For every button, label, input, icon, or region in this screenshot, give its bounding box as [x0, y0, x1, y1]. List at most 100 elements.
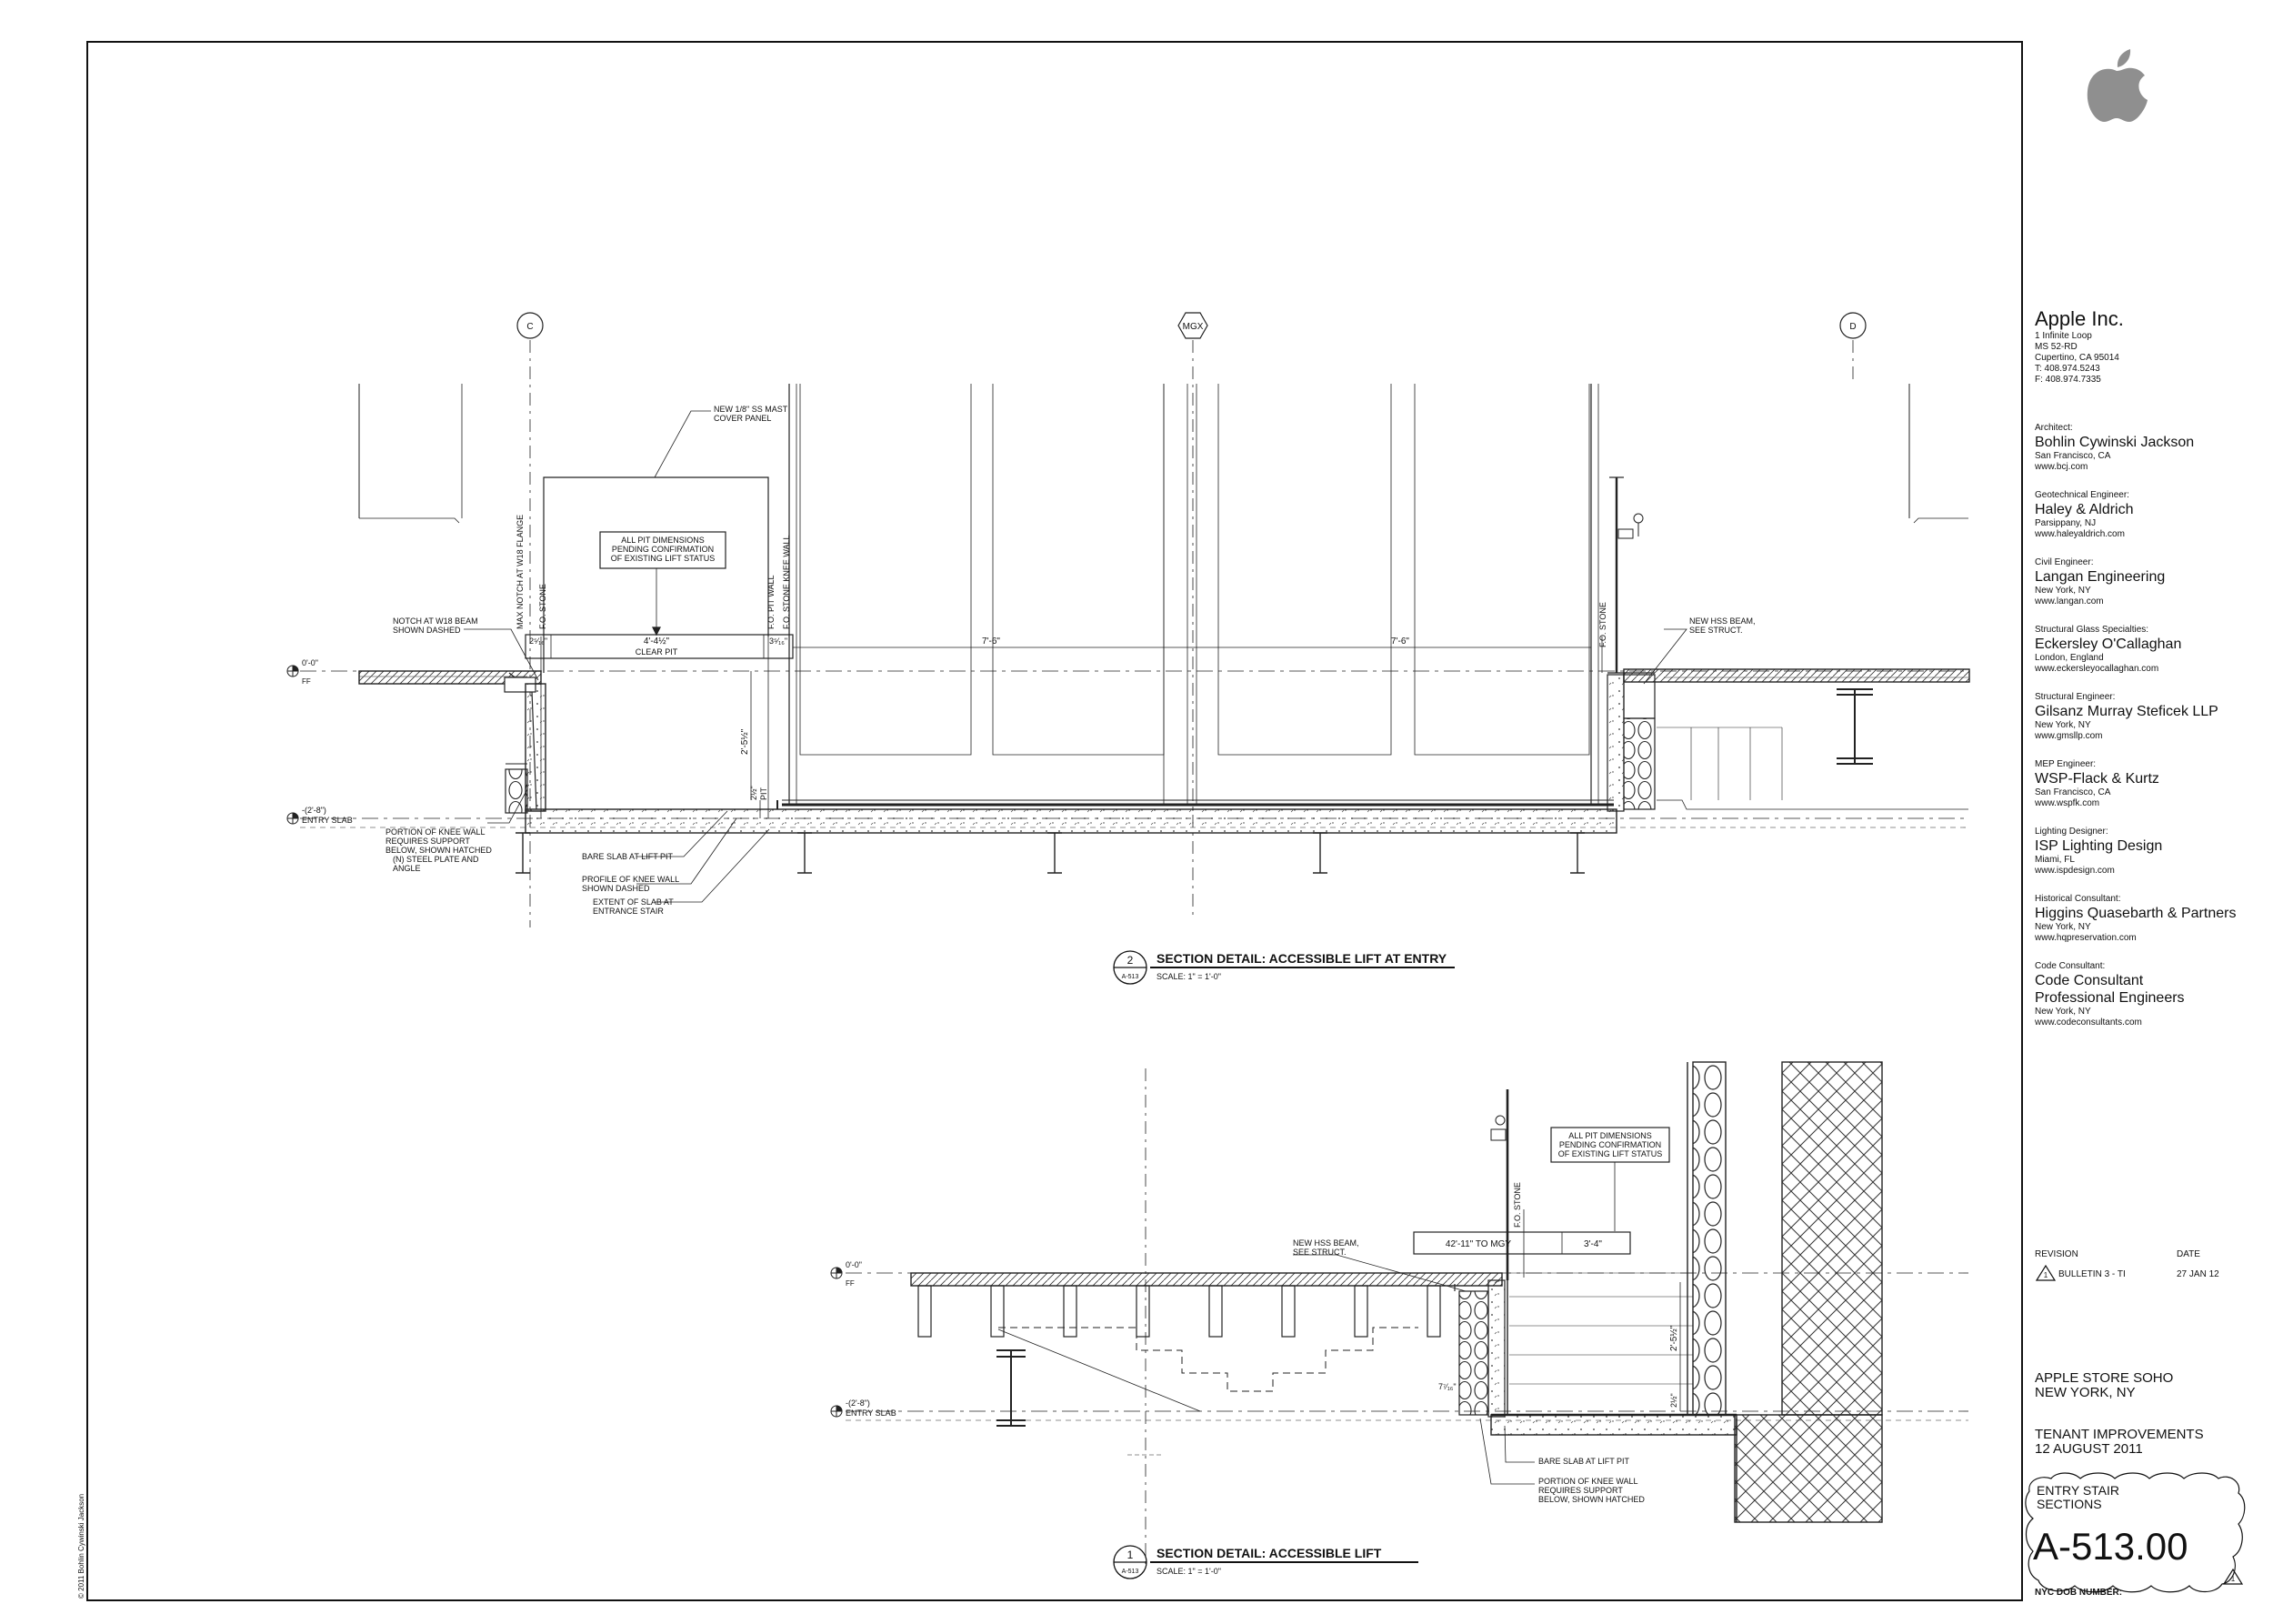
consultant-location: New York, NY: [2035, 922, 2091, 932]
note-notch-2: SHOWN DASHED: [393, 626, 461, 635]
dim-span-1: 7'-6": [982, 637, 1000, 647]
consultant-role: Code Consultant:: [2035, 961, 2106, 971]
client-name: Apple Inc.: [2035, 307, 2124, 330]
consultant-role: Structural Glass Specialties:: [2035, 625, 2149, 635]
consultant-name: Bohlin Cywinski Jackson: [2035, 435, 2195, 450]
detail-2-number: 2: [1127, 954, 1134, 967]
elevation-marker-entry-lower: [830, 1405, 843, 1418]
note-hss-2: SEE STRUCT.: [1689, 626, 1743, 635]
note-mast-cover-2: COVER PANEL: [714, 414, 771, 423]
note-knee-lower-3: BELOW, SHOWN HATCHED: [1538, 1495, 1645, 1504]
consultant-role: MEP Engineer:: [2035, 759, 2097, 769]
consultant-website: www.wspfk.com: [2035, 798, 2100, 808]
elev-entry-value-lower: -(2'-8"): [846, 1398, 870, 1408]
consultant-structural: Structural Engineer: Gilsanz Murray Stef…: [2035, 691, 2269, 758]
revision-delta-icon: [2035, 1264, 2057, 1281]
phase-name: TENANT IMPROVEMENTS: [2035, 1427, 2204, 1442]
consultant-website: www.ispdesign.com: [2035, 866, 2115, 876]
revision-row-label: BULLETIN 3 - TI: [2058, 1269, 2126, 1279]
consultant-location: New York, NY: [2035, 720, 2091, 730]
detail-1-text: ALL PIT DIMENSIONS PENDING CONFIRMATION …: [846, 1131, 1679, 1576]
elev-ff-value-upper: 0'-0": [302, 658, 318, 667]
detail-1-drawing: [830, 1061, 1968, 1564]
note-slab-extent-1: EXTENT OF SLAB AT: [593, 897, 674, 907]
revision-header: REVISION DATE: [2035, 1249, 2262, 1259]
consultant-role: Architect:: [2035, 423, 2073, 433]
grid-label-c: C: [526, 322, 533, 332]
consultant-lighting: Lighting Designer: ISP Lighting Design M…: [2035, 826, 2269, 893]
client-block: Apple Inc. 1 Infinite Loop MS 52-RD Cupe…: [2035, 307, 2262, 386]
elev-ff-value-lower: 0'-0": [846, 1260, 862, 1269]
consultant-name: Code Consultant: [2035, 973, 2144, 988]
client-address-5: F: 408.974.7335: [2035, 375, 2101, 385]
sheet-title-line-2: SECTIONS: [2037, 1497, 2102, 1511]
grid-bubble-mgx: [1177, 312, 1208, 339]
dim-mgy: 42'-11" TO MGY: [1446, 1239, 1511, 1249]
revision-row: BULLETIN 3 - TI 27 JAN 12: [2058, 1269, 2268, 1279]
detail-1-scale: SCALE: 1" = 1'-0": [1157, 1567, 1221, 1576]
consultant-role: Lighting Designer:: [2035, 827, 2108, 837]
pending-note-lower-2: PENDING CONFIRMATION: [1559, 1140, 1661, 1149]
project-location: NEW YORK, NY: [2035, 1385, 2136, 1400]
consultant-role: Historical Consultant:: [2035, 894, 2121, 904]
consultant-name: ISP Lighting Design: [2035, 838, 2163, 854]
sheet-revision-delta-number: 1: [2231, 1575, 2236, 1583]
detail-1-title: SECTION DETAIL: ACCESSIBLE LIFT: [1157, 1546, 1382, 1560]
elev-ff-label-upper: FF: [302, 677, 311, 686]
consultant-name: Gilsanz Murray Steficek LLP: [2035, 704, 2218, 719]
note-knee-profile-1: PROFILE OF KNEE WALL: [582, 875, 679, 884]
consultant-location: London, England: [2035, 653, 2104, 663]
detail-2-title: SECTION DETAIL: ACCESSIBLE LIFT AT ENTRY: [1157, 951, 1447, 966]
consultant-civil: Civil Engineer: Langan Engineering New Y…: [2035, 556, 2269, 624]
vlabel-fo-stone-lower: F.O. STONE: [1513, 1182, 1522, 1228]
pending-note-3: OF EXISTING LIFT STATUS: [611, 554, 716, 563]
note-knee-support-4: (N) STEEL PLATE AND: [393, 855, 479, 864]
grid-label-d: D: [1849, 322, 1856, 332]
consultant-role: Geotechnical Engineer:: [2035, 490, 2129, 500]
consultant-website: www.eckersleyocallaghan.com: [2035, 664, 2159, 674]
date-header-label: DATE: [2177, 1249, 2200, 1259]
note-mast-cover-1: NEW 1/8" SS MAST: [714, 405, 788, 414]
vlabel-max-notch: MAX NOTCH AT W18 FLANGE: [516, 515, 525, 629]
copyright-text: © 2011 Bohlin Cywinski Jackson: [77, 1494, 85, 1599]
detail-2-drawing: [286, 312, 1970, 927]
elevation-marker-ff-lower: [830, 1267, 843, 1279]
consultants-block: Architect: Bohlin Cywinski Jackson San F…: [2035, 422, 2269, 1033]
elev-entry-value-upper: -(2'-8"): [302, 806, 326, 815]
note-notch-1: NOTCH AT W18 BEAM: [393, 617, 478, 626]
grid-bubble-d: [1839, 312, 1867, 339]
note-knee-support-1: PORTION OF KNEE WALL: [386, 827, 486, 837]
dim-pit-small: 2½": [749, 786, 758, 800]
consultant-website: www.langan.com: [2035, 596, 2104, 606]
revision-row-date: 27 JAN 12: [2177, 1269, 2219, 1279]
dim-right-offset: 3⁵⁄₁₆": [769, 637, 787, 646]
label-pit: PIT: [759, 787, 768, 800]
apple-logo-icon: [2087, 49, 2148, 122]
consultant-website: www.haleyaldrich.com: [2035, 529, 2125, 539]
revision-header-label: REVISION: [2035, 1249, 2078, 1259]
note-hss-1: NEW HSS BEAM,: [1689, 617, 1756, 626]
vlabel-fo-stone-left: F.O. STONE: [538, 584, 547, 629]
sheet-title-cloud: [2025, 1472, 2246, 1593]
dim-pit-depth-lower: 2'-5½": [1669, 1325, 1679, 1351]
pending-note-lower-1: ALL PIT DIMENSIONS: [1568, 1131, 1652, 1140]
elev-entry-label-lower: ENTRY SLAB: [846, 1408, 896, 1418]
pending-note-lower-3: OF EXISTING LIFT STATUS: [1558, 1149, 1663, 1158]
detail-1-title-marker: [1113, 1545, 1418, 1579]
elev-entry-label-upper: ENTRY SLAB: [302, 816, 353, 825]
dim-pit-small-lower: 2½": [1669, 1393, 1678, 1408]
phase-date: 12 AUGUST 2011: [2035, 1441, 2143, 1457]
consultant-structural-glass: Structural Glass Specialties: Eckersley …: [2035, 624, 2269, 691]
dim-left-offset: 2⁵⁄₁₆": [529, 637, 547, 646]
consultant-website: www.codeconsultants.com: [2035, 1018, 2142, 1028]
consultant-location: New York, NY: [2035, 586, 2091, 596]
sheet-title-block: ENTRY STAIR SECTIONS: [2037, 1484, 2237, 1511]
detail-2-scale: SCALE: 1" = 1'-0": [1157, 972, 1221, 981]
client-address-4: T: 408.974.5243: [2035, 364, 2100, 374]
consultant-name: Higgins Quasebarth & Partners: [2035, 906, 2237, 921]
consultant-name: Langan Engineering: [2035, 569, 2166, 585]
pending-note-2: PENDING CONFIRMATION: [612, 545, 714, 554]
dim-pit-depth: 2'-5½": [740, 728, 750, 755]
consultant-location: Parsippany, NJ: [2035, 518, 2097, 528]
